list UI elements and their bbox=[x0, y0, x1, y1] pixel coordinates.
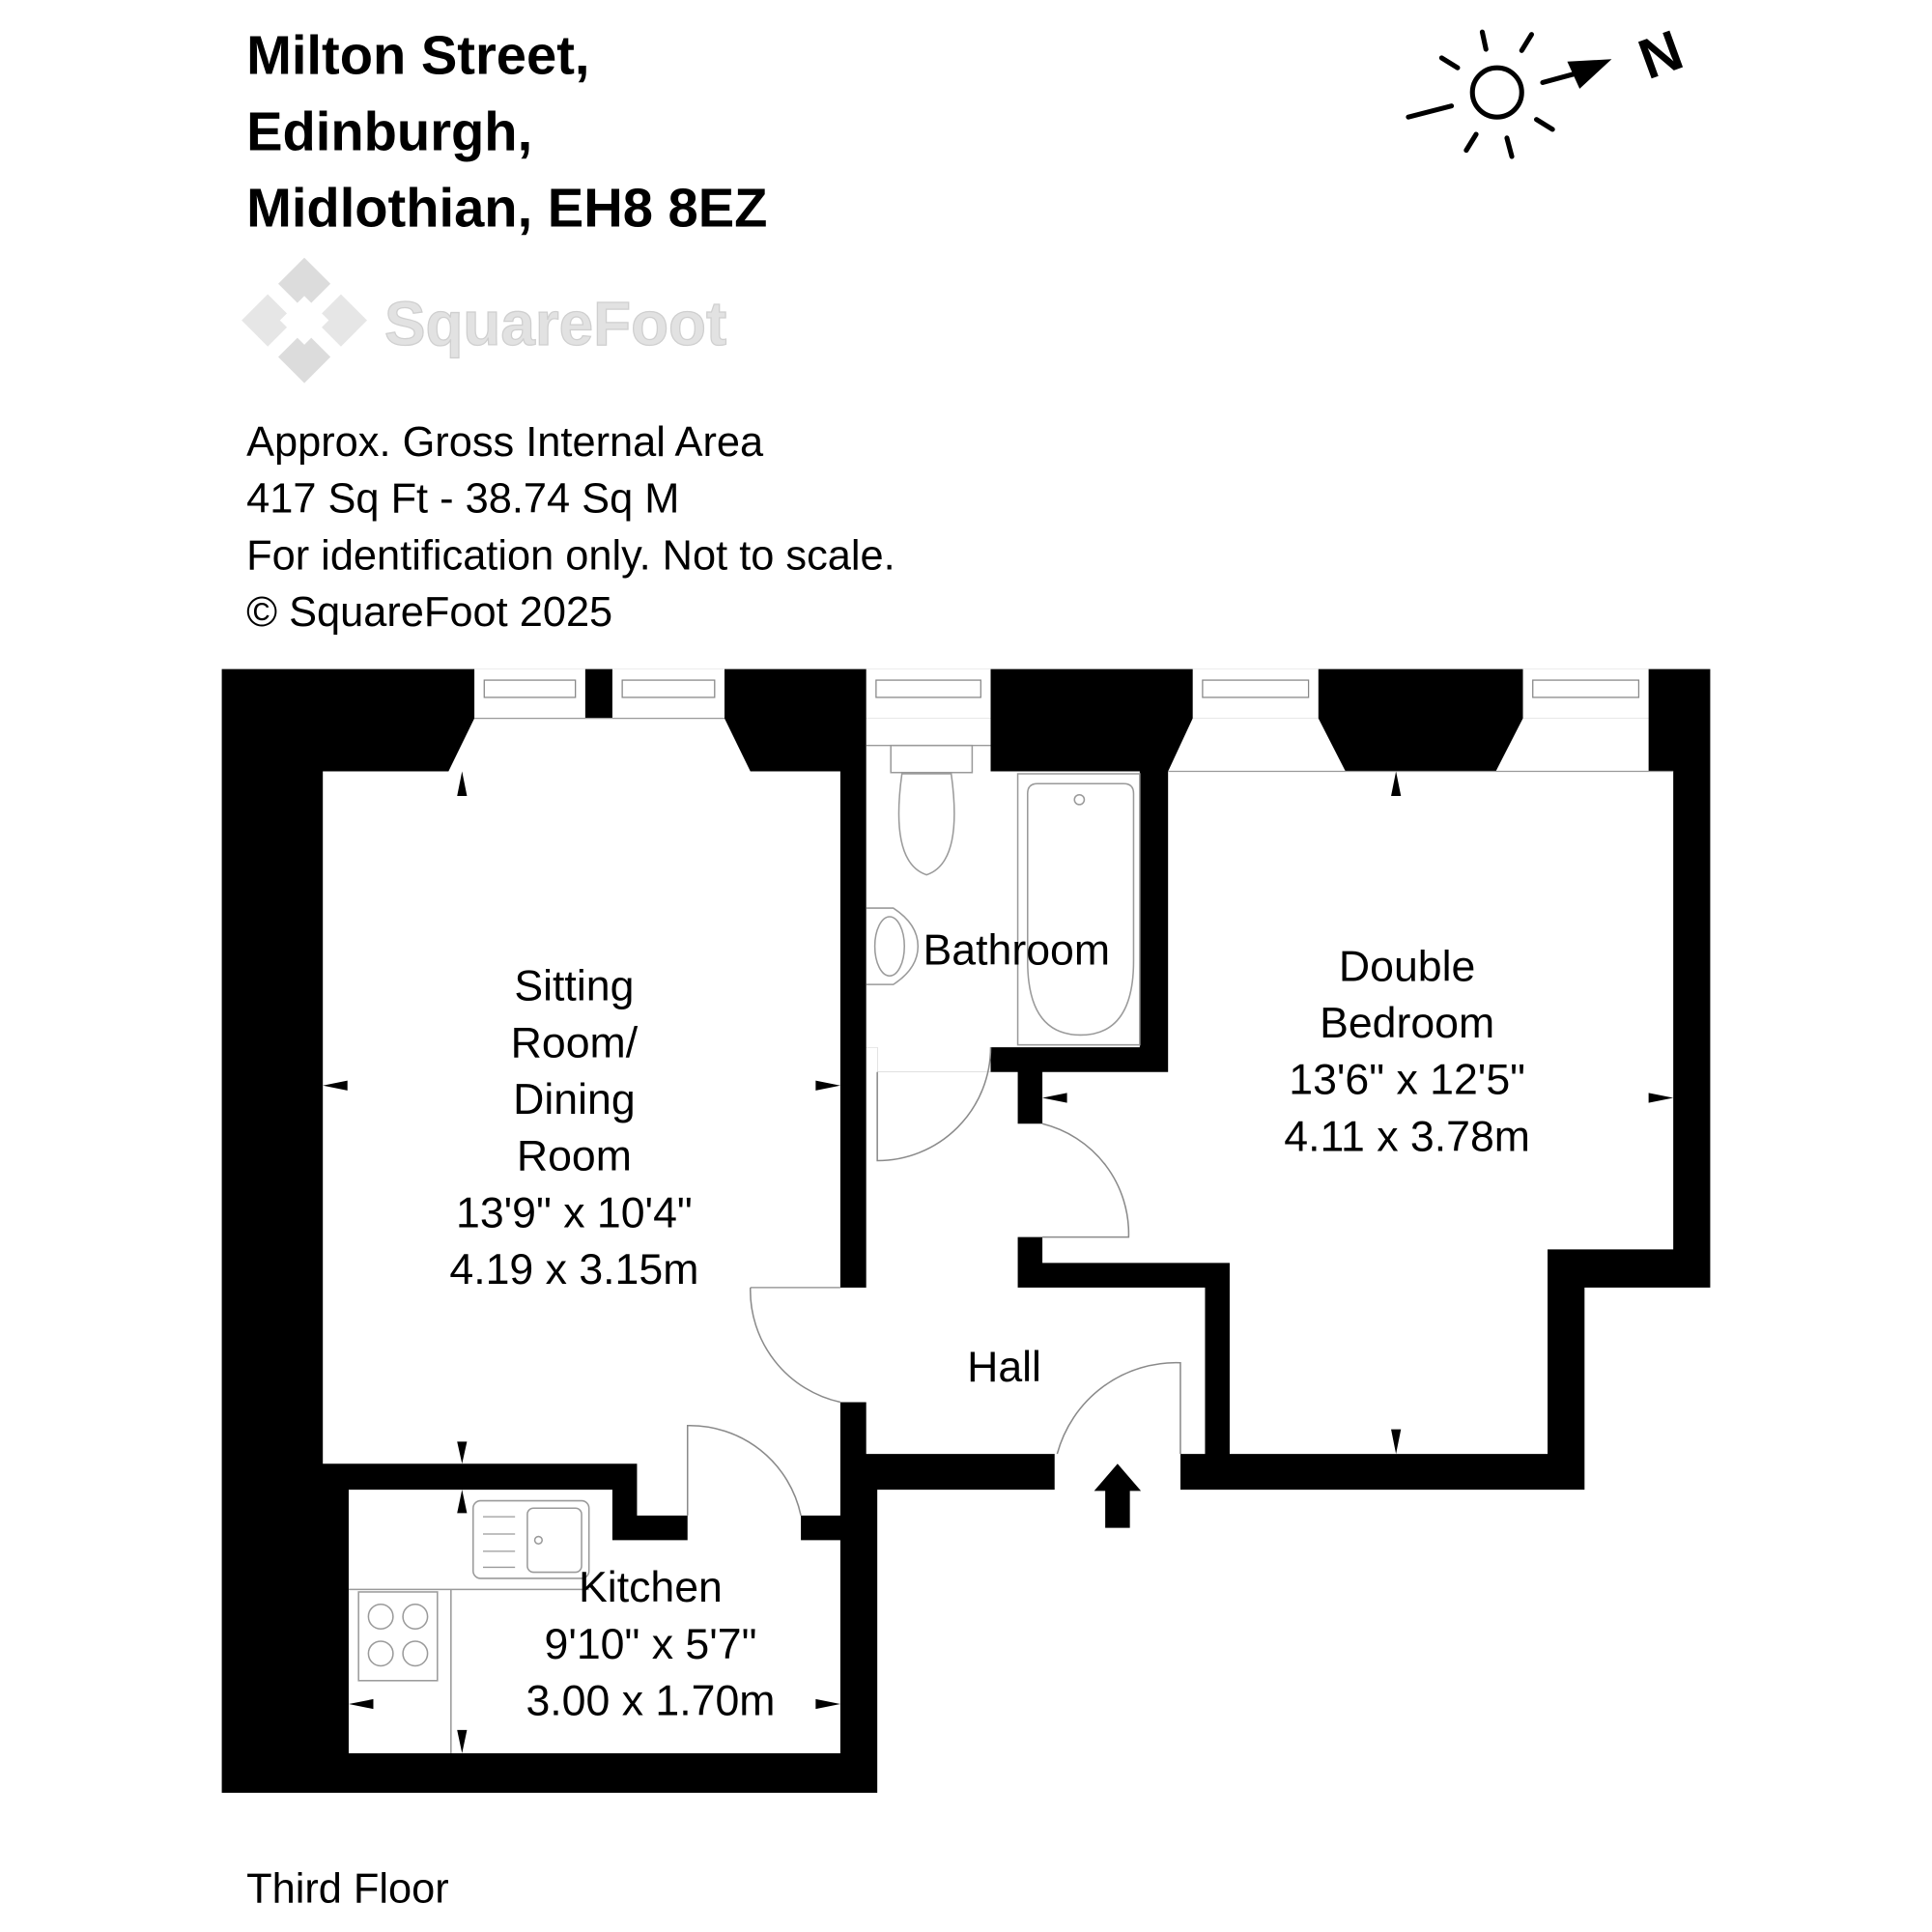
compass: N bbox=[1406, 18, 1690, 159]
floor-label: Third Floor bbox=[246, 1865, 449, 1912]
sink-icon bbox=[472, 1499, 590, 1579]
bedroom-door bbox=[1041, 1122, 1130, 1238]
bath-icon bbox=[1027, 782, 1135, 1037]
info-line-2: 417 Sq Ft - 38.74 Sq M bbox=[246, 476, 679, 523]
room-size-imperial: 9'10" x 5'7" bbox=[545, 1621, 757, 1668]
logo-mark-icon bbox=[242, 257, 367, 384]
address-line-3: Midlothian, EH8 8EZ bbox=[246, 178, 767, 239]
toilet-icon bbox=[897, 773, 955, 876]
sun-icon bbox=[1469, 65, 1524, 120]
north-arrow-icon bbox=[1567, 59, 1612, 89]
room-name: Room bbox=[517, 1133, 632, 1180]
address-line-2: Edinburgh, bbox=[246, 101, 532, 162]
room-name: Dining bbox=[513, 1076, 636, 1123]
bath-surround bbox=[1016, 773, 1141, 1046]
room-name: Sitting bbox=[514, 963, 634, 1010]
room-name: Double bbox=[1339, 943, 1475, 990]
hall-floor bbox=[866, 1047, 1206, 1455]
sitting-room-floor bbox=[323, 718, 840, 1516]
area-info: Approx. Gross Internal Area 417 Sq Ft - … bbox=[246, 419, 895, 636]
door-swings bbox=[686, 1047, 1181, 1517]
sitting-room-doorway bbox=[838, 1287, 869, 1403]
room-label-sitting-room: Sitting Room/ Dining Room 13'9" x 10'4" … bbox=[449, 963, 698, 1293]
room-size-imperial: 13'6" x 12'5" bbox=[1289, 1057, 1525, 1104]
room-name: Room/ bbox=[511, 1019, 639, 1066]
hob-icon bbox=[357, 1591, 439, 1682]
room-label-hall: Hall bbox=[967, 1344, 1041, 1391]
bathroom-door bbox=[876, 1047, 992, 1162]
basin-icon bbox=[866, 907, 920, 985]
toilet-cistern-icon bbox=[890, 744, 974, 774]
worktop-edge bbox=[348, 1588, 589, 1754]
kitchen-door bbox=[686, 1424, 802, 1517]
window bbox=[611, 668, 724, 719]
room-label-bathroom: Bathroom bbox=[923, 927, 1110, 975]
squarefoot-logo: SquareFoot bbox=[242, 257, 727, 384]
room-size-metric: 4.19 x 3.15m bbox=[449, 1246, 698, 1293]
window bbox=[866, 668, 991, 719]
window bbox=[1522, 668, 1649, 719]
info-line-3: For identification only. Not to scale. bbox=[246, 532, 895, 579]
room-name: Bedroom bbox=[1320, 1000, 1494, 1047]
room-size-metric: 3.00 x 1.70m bbox=[526, 1678, 775, 1725]
info-line-4: © SquareFoot 2025 bbox=[246, 589, 612, 636]
logo-text: SquareFoot bbox=[384, 289, 726, 358]
bathroom-floor bbox=[866, 718, 1140, 1072]
kitchen-floor bbox=[348, 1490, 840, 1754]
window bbox=[1192, 668, 1319, 719]
kitchen-doorway bbox=[687, 1513, 802, 1543]
address-line-1: Milton Street, bbox=[246, 25, 589, 86]
room-label-bedroom: Double Bedroom 13'6" x 12'5" 4.11 x 3.78… bbox=[1284, 943, 1530, 1160]
kitchen-fixtures bbox=[348, 1499, 590, 1754]
bedroom-floor bbox=[1042, 718, 1674, 1455]
bedroom-doorway bbox=[1015, 1123, 1045, 1237]
info-line-1: Approx. Gross Internal Area bbox=[246, 419, 764, 466]
address-heading: Milton Street, Edinburgh, Midlothian, EH… bbox=[246, 25, 767, 239]
dimension-arrows bbox=[323, 771, 1674, 1754]
bathroom-fixtures bbox=[866, 744, 1141, 1046]
entrance-door bbox=[1056, 1361, 1181, 1455]
windows bbox=[474, 668, 1649, 719]
window bbox=[474, 668, 585, 719]
entrance-arrow-icon bbox=[1094, 1463, 1142, 1528]
room-size-imperial: 13'9" x 10'4" bbox=[456, 1189, 693, 1236]
room-size-metric: 4.11 x 3.78m bbox=[1284, 1113, 1530, 1160]
sitting-room-door bbox=[750, 1287, 841, 1404]
room-label-kitchen: Kitchen 9'10" x 5'7" 3.00 x 1.70m bbox=[526, 1564, 775, 1724]
room-name: Kitchen bbox=[579, 1564, 723, 1611]
north-label: N bbox=[1631, 18, 1690, 92]
